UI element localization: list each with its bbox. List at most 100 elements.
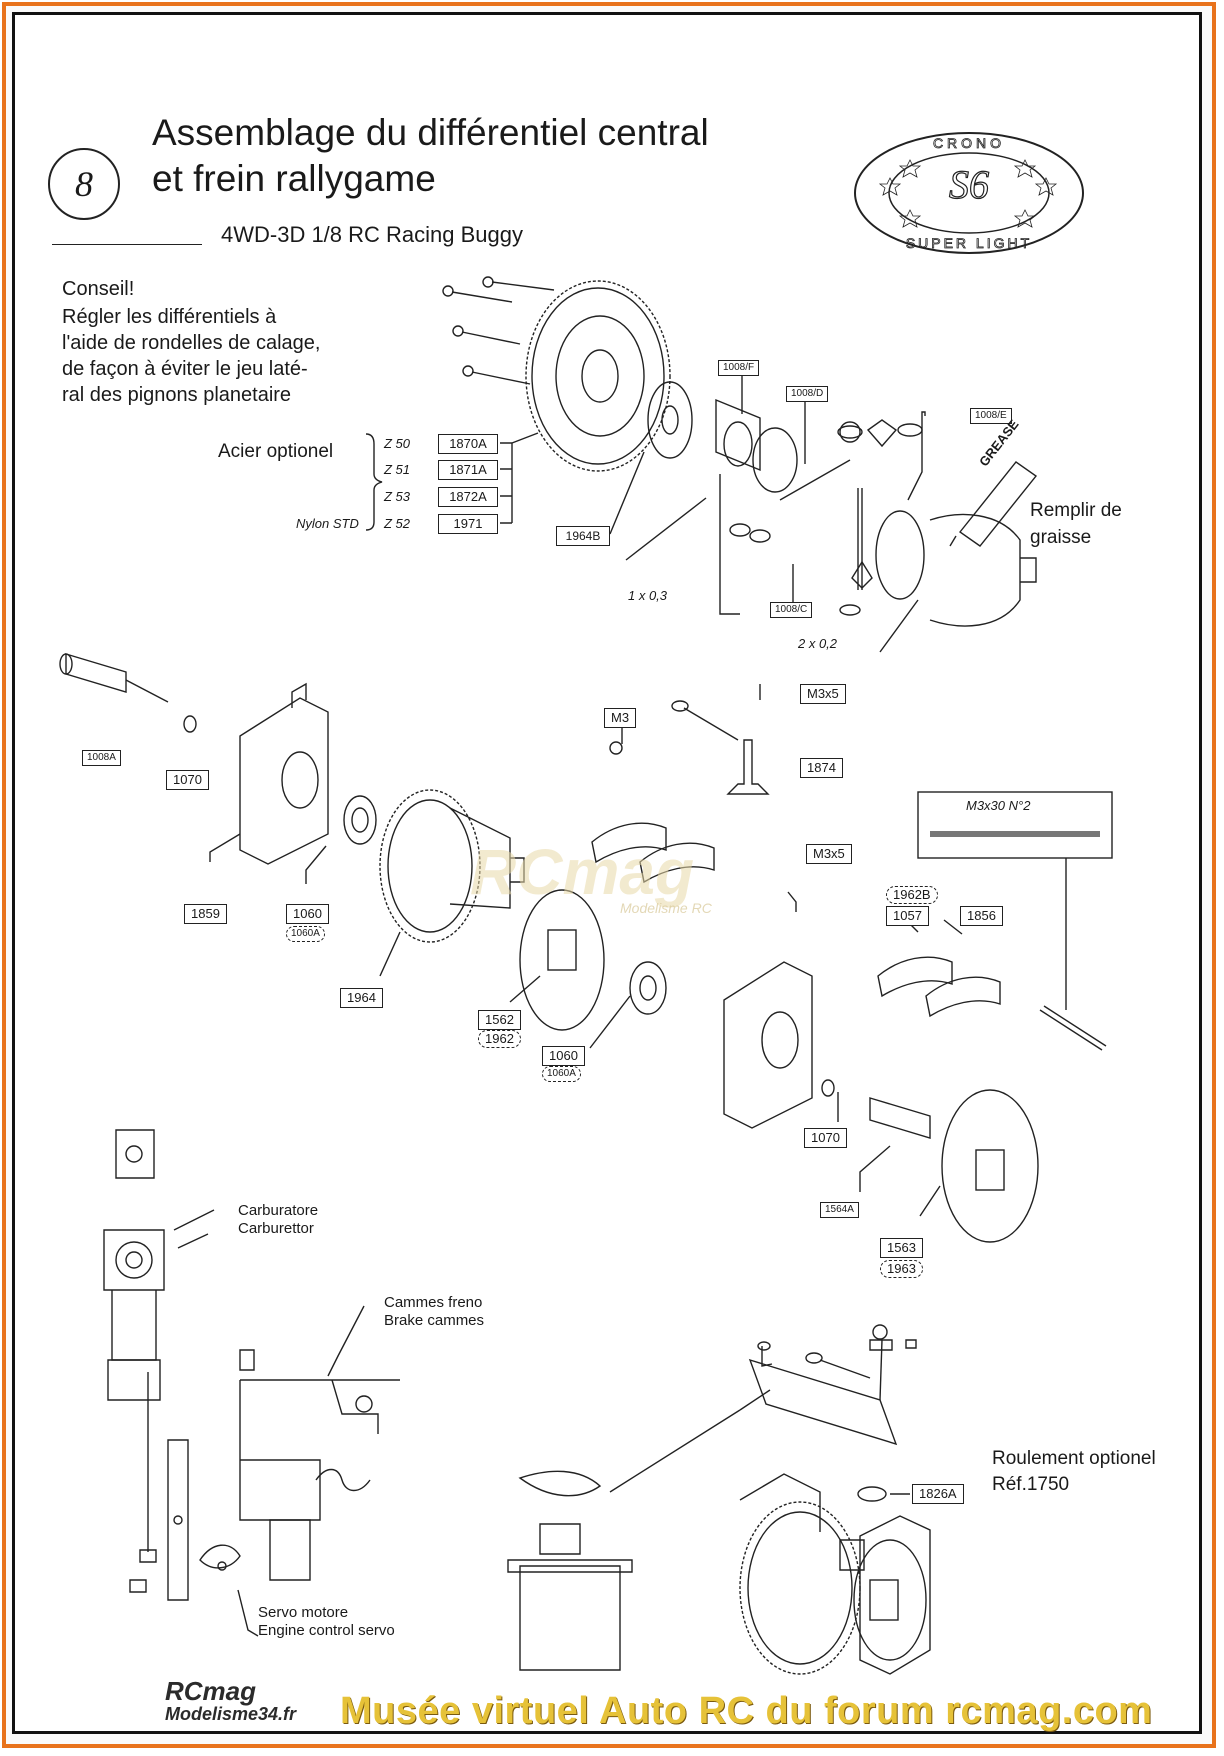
part-label-1826A: 1826A — [912, 1484, 964, 1504]
bearing-note-line-2: Réf.1750 — [992, 1474, 1070, 1495]
carburetor-drawing — [103, 1129, 215, 1401]
part-label-1070-left: 1070 — [166, 770, 209, 790]
servo-linkage — [129, 1349, 400, 1601]
advice-line-3: de façon à éviter le jeu laté- — [62, 358, 308, 380]
gear-ref-1872A: 1872A — [438, 487, 498, 507]
part-label-1070-right: 1070 — [804, 1128, 847, 1148]
watermark-brand: RCmag — [470, 836, 695, 908]
shim-label-2x02: 2 x 0,2 — [798, 636, 838, 651]
title-line-1: Assemblage du différentiel central — [152, 112, 709, 153]
top-spur-gear — [525, 280, 671, 472]
mid-rod-right — [1039, 1005, 1107, 1051]
top-diff-case — [875, 510, 1037, 627]
gear-z-50: Z 50 — [384, 436, 411, 451]
bearing-note-line-1: Roulement optionel — [992, 1448, 1156, 1469]
grease-tube — [949, 461, 1038, 547]
subtitle-rule — [52, 244, 202, 245]
part-label-M3x5-top: M3x5 — [800, 684, 846, 704]
gear-z-53: Z 53 — [384, 489, 411, 504]
part-label-1008A: 1008A — [82, 750, 121, 766]
top-screws — [442, 276, 555, 385]
top-cross-pin — [779, 419, 898, 616]
rod-box — [917, 791, 1113, 859]
mid-bulkhead-left — [239, 682, 329, 865]
subtitle: 4WD-3D 1/8 RC Racing Buggy — [221, 222, 524, 247]
watermark-tag: Modelisme RC — [620, 900, 712, 916]
bottom-bearing — [857, 1486, 887, 1502]
part-label-1008C: 1008/C — [770, 602, 813, 618]
mid-bearing-left — [343, 795, 377, 845]
logo-top-text: CRONO — [933, 135, 1005, 151]
shim-label-1x03: 1 x 0,3 — [628, 588, 668, 603]
mid-brake-disc-right — [941, 1089, 1039, 1243]
bottom-brake-assembly — [739, 1473, 931, 1675]
mid-outdrive-right — [821, 1079, 931, 1139]
crono-logo: S6 CRONO SUPER LIGHT — [854, 132, 1084, 254]
step-number: 8 — [48, 148, 120, 220]
brake-cams-label-it: Cammes freno — [384, 1294, 483, 1311]
part-label-1962B: 1962B — [886, 886, 938, 904]
footer-logo: RCmag — [165, 1676, 257, 1706]
footer-logo-sub: Modelisme34.fr — [165, 1704, 297, 1724]
part-label-1060-left: 1060 — [286, 904, 329, 924]
part-label-1874: 1874 — [800, 758, 843, 778]
part-label-1060-right: 1060 — [542, 1046, 585, 1066]
footer-text: Musée virtuel Auto RC du forum rcmag.com — [340, 1690, 1153, 1732]
gear-ref-1971: 1971 — [438, 514, 498, 534]
gear-options-bracket — [500, 432, 539, 524]
part-label-1563: 1563 — [880, 1238, 923, 1258]
advice-line-4: ral des pignons planetaire — [62, 384, 292, 406]
title-line-2: et frein rallygame — [152, 158, 436, 199]
part-label-1859: 1859 — [184, 904, 227, 924]
part-label-1564A: 1564A — [820, 1202, 859, 1218]
brake-cams-label-en: Brake cammes — [384, 1312, 485, 1329]
bottom-linkage-rod — [609, 1358, 898, 1493]
gear-nylon-label: Nylon STD — [296, 516, 359, 531]
servo-label-en: Engine control servo — [258, 1622, 395, 1639]
gear-options-brace — [365, 433, 383, 531]
top-diff-plate — [647, 381, 693, 459]
part-label-M3: M3 — [604, 708, 637, 728]
advice-heading: Conseil! — [62, 278, 135, 300]
part-label-1008D: 1008/D — [786, 386, 829, 402]
logo-center-text: S6 — [949, 162, 989, 207]
mid-brake-pads-left — [591, 741, 715, 884]
part-label-1008E: 1008/E — [970, 408, 1012, 424]
mid-cam-post — [671, 684, 770, 795]
top-washers — [729, 423, 923, 543]
mid-washer-left — [183, 715, 197, 733]
bottom-cam-post — [757, 1324, 917, 1401]
grease-note-line-1: Remplir de — [1030, 500, 1122, 521]
part-label-1562: 1562 — [478, 1010, 521, 1030]
part-label-1962: 1962 — [478, 1030, 521, 1048]
mid-bearing-2 — [629, 961, 667, 1015]
part-label-1057: 1057 — [886, 906, 929, 926]
servo-label-it: Servo motore — [258, 1604, 349, 1621]
part-label-1060A-left: 1060A — [286, 926, 325, 942]
part-label-1008F: 1008/F — [718, 360, 760, 376]
advice-line-2: l'aide de rondelles de calage, — [62, 332, 321, 354]
servo-drawing — [507, 1470, 633, 1671]
logo-bottom-text: SUPER LIGHT — [906, 235, 1032, 251]
part-label-M3x5-mid: M3x5 — [806, 844, 852, 864]
part-label-1856: 1856 — [960, 906, 1003, 926]
top-outdrive — [715, 398, 798, 493]
mid-bulkhead-right — [723, 961, 813, 1129]
mid-brake-disc-left — [519, 889, 605, 1031]
gear-z-52: Z 52 — [384, 516, 411, 531]
mid-outdrive-left — [59, 653, 169, 703]
part-label-1060A-right: 1060A — [542, 1066, 581, 1082]
carburetor-label-en: Carburettor — [238, 1220, 314, 1237]
grease-note-line-2: graisse — [1030, 527, 1092, 548]
rod-box-label: M3x30 N°2 — [966, 798, 1031, 813]
mid-center-diff — [379, 789, 525, 943]
part-label-1963: 1963 — [880, 1260, 923, 1278]
gear-ref-1870A: 1870A — [438, 434, 498, 454]
gear-options-label: Acier optionel — [218, 441, 334, 462]
carburetor-label-it: Carburatore — [238, 1202, 319, 1219]
advice-line-1: Régler les différentiels à — [62, 306, 277, 328]
gear-ref-1871A: 1871A — [438, 460, 498, 480]
page-frame — [12, 12, 1202, 1734]
part-label-1964: 1964 — [340, 988, 383, 1008]
